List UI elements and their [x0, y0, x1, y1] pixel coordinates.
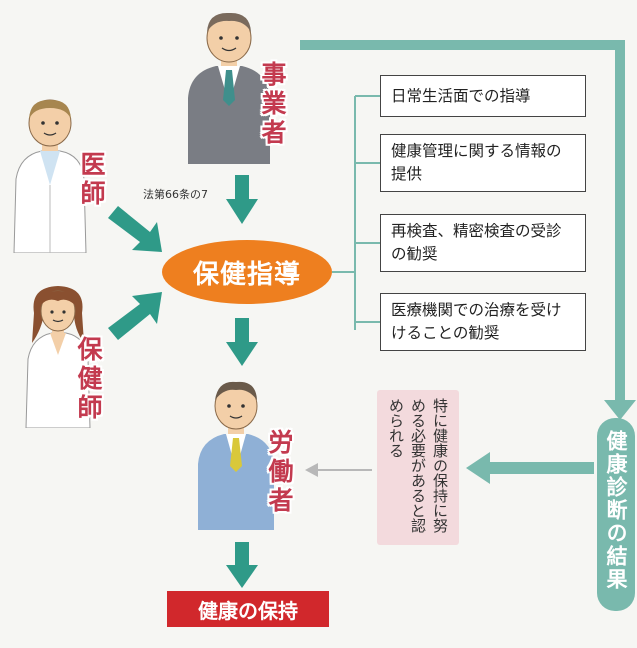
- worker-arrowhead: [305, 463, 318, 477]
- guidance-box-info: 健康管理に関する情報の提供: [380, 134, 586, 192]
- guidance-item-text: 日常生活面での指導: [391, 86, 531, 105]
- doctor-label-char: 師: [80, 179, 106, 209]
- worker-figure: [198, 381, 274, 530]
- guidance-down-arrowhead: [226, 342, 258, 366]
- result-to-condition-connector: [490, 462, 594, 474]
- checkup-result-pill: 健康診断の結果: [597, 418, 635, 611]
- guidance-box-daily-life: 日常生活面での指導: [380, 75, 586, 117]
- condition-note-text: 特に健康の保持に努める必要があると認められる: [387, 398, 449, 533]
- employer-down-arrowhead: [226, 199, 258, 224]
- nurse-label-char: 保: [77, 335, 103, 365]
- employer-label-char: 者: [261, 118, 287, 148]
- guidance-box-treatment: 医療機関での治療を受けけることの勧奨: [380, 293, 586, 351]
- nurse-label-char: 師: [77, 393, 103, 423]
- worker-label-char: 働: [268, 457, 294, 487]
- employer-figure: [188, 12, 270, 164]
- doctor-label: 医 師: [76, 150, 110, 209]
- doctor-diagonal-arrow: [108, 206, 162, 252]
- nurse-diagonal-arrow: [108, 292, 162, 340]
- employer-label: 事 業 者: [257, 60, 291, 148]
- guidance-item-text: 再検査、精密検査の受診の勧奨: [391, 222, 562, 263]
- nurse-label-char: 健: [77, 364, 103, 394]
- worker-down-arrowhead: [226, 565, 258, 588]
- condition-arrowhead: [466, 452, 490, 484]
- law-note: 法第66条の7: [143, 188, 208, 201]
- health-maintenance-banner: 健康の保持: [167, 591, 329, 627]
- condition-note-box: 特に健康の保持に努める必要があると認められる: [377, 390, 459, 545]
- result-arrowhead: [604, 400, 636, 420]
- employer-label-char: 業: [261, 89, 287, 119]
- worker-down-arrow-shaft: [235, 542, 249, 566]
- nurse-figure: [25, 286, 91, 428]
- nurse-label: 保 健 師: [73, 335, 107, 423]
- guidance-down-arrow-shaft: [235, 318, 249, 344]
- worker-label: 労 働 者: [264, 428, 298, 516]
- doctor-label-char: 医: [80, 150, 106, 180]
- worker-label-char: 労: [268, 428, 294, 458]
- checkup-result-text: 健康診断の結果: [604, 430, 628, 591]
- employer-to-result-connector: [300, 40, 625, 402]
- guidance-item-text: 健康管理に関する情報の提供: [391, 142, 562, 183]
- employer-down-arrow-shaft: [235, 175, 249, 201]
- health-guidance-oval: 保健指導: [162, 240, 332, 304]
- guidance-box-reexam: 再検査、精密検査の受診の勧奨: [380, 214, 586, 272]
- worker-label-char: 者: [268, 486, 294, 516]
- employer-label-char: 事: [261, 60, 287, 90]
- doctor-figure: [13, 99, 87, 253]
- guidance-item-text: 医療機関での治療を受けけることの勧奨: [391, 301, 562, 342]
